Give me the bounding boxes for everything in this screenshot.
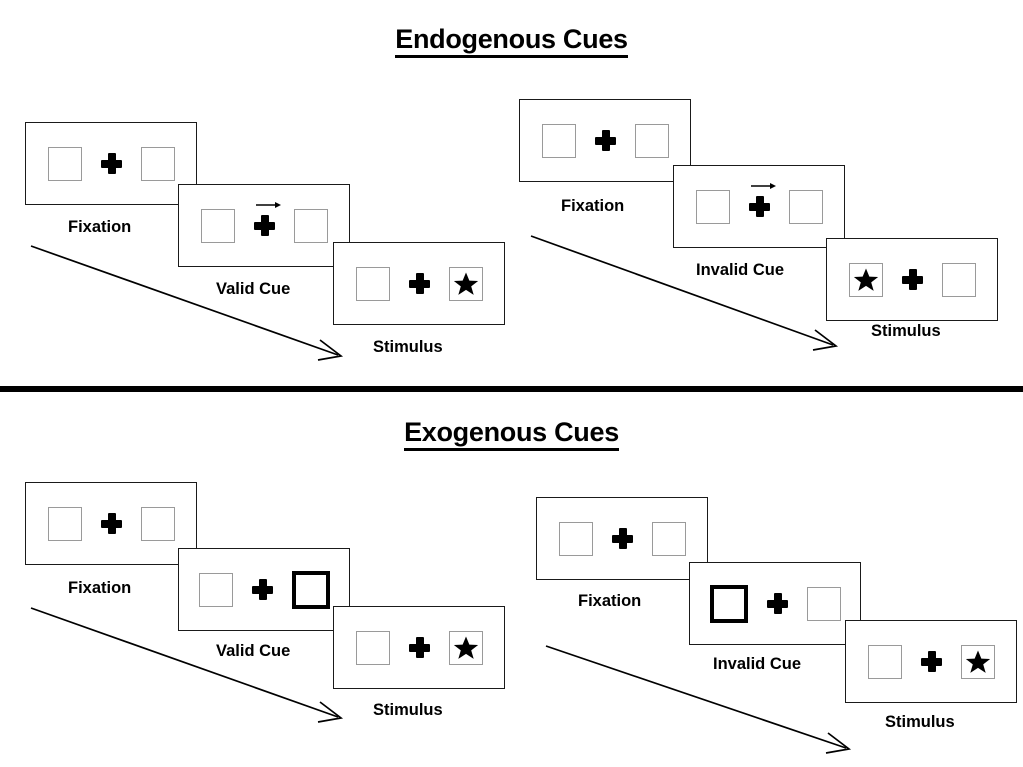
exogenous-invalid-stimulus-frame <box>845 620 1017 703</box>
exogenous-invalid-step-label-2: Invalid Cue <box>713 655 802 673</box>
exogenous-invalid-fixation-display <box>537 498 707 579</box>
endogenous-invalid-step-label-2: Invalid Cue <box>696 261 785 279</box>
endogenous-valid-cue-frame <box>178 184 350 267</box>
endogenous-invalid-step-label-1: Fixation <box>561 197 625 215</box>
exogenous-invalid-progression-arrow <box>545 645 852 754</box>
placeholder-box-right <box>788 189 823 224</box>
section-divider <box>0 386 1023 392</box>
fixation-cross-icon <box>251 579 273 600</box>
endogenous-valid-stimulus-frame <box>333 242 505 325</box>
placeholder-box-left <box>695 189 730 224</box>
central-arrow-cue-group <box>253 202 281 236</box>
exogenous-valid-step-label-2: Valid Cue <box>216 642 291 660</box>
section-title-endogenous: Endogenous Cues <box>0 24 1023 58</box>
star-target-icon <box>453 272 478 295</box>
placeholder-box-right <box>140 506 175 541</box>
fixation-cross-icon <box>253 215 275 236</box>
exogenous-valid-step-label-3: Stimulus <box>373 701 443 719</box>
exogenous-valid-step-label-1: Fixation <box>68 579 132 597</box>
endogenous-invalid-stimulus-frame <box>826 238 998 321</box>
exogenous-invalid-step-label-1: Fixation <box>578 592 642 610</box>
fixation-cross-icon <box>408 637 430 658</box>
fixation-cross-icon <box>766 593 788 614</box>
fixation-cross-icon <box>408 273 430 294</box>
exogenous-valid-cue-frame <box>178 548 350 631</box>
star-target-icon <box>965 650 990 673</box>
exogenous-valid-stimulus-display <box>334 607 504 688</box>
endogenous-valid-step-label-2: Valid Cue <box>216 280 291 298</box>
target-box-right <box>448 266 483 301</box>
placeholder-box-right <box>293 208 328 243</box>
exogenous-valid-fixation-frame <box>25 482 197 565</box>
placeholder-box-right <box>651 521 686 556</box>
endogenous-invalid-fixation-display <box>520 100 690 181</box>
endogenous-invalid-fixation-frame <box>519 99 691 182</box>
placeholder-box-left <box>355 630 390 665</box>
peripheral-cue-box-right <box>291 570 330 609</box>
placeholder-box-right <box>634 123 669 158</box>
section-title-exogenous: Exogenous Cues <box>0 417 1023 451</box>
exogenous-invalid-cue-frame <box>689 562 861 645</box>
exogenous-invalid-stimulus-display <box>846 621 1016 702</box>
endogenous-valid-stimulus-display <box>334 243 504 324</box>
endogenous-invalid-stimulus-display <box>827 239 997 320</box>
endogenous-invalid-step-label-3: Stimulus <box>871 322 941 340</box>
endogenous-invalid-cue-display <box>674 166 844 247</box>
exogenous-valid-stimulus-frame <box>333 606 505 689</box>
endogenous-valid-step-label-3: Stimulus <box>373 338 443 356</box>
placeholder-box-left <box>198 572 233 607</box>
endogenous-valid-cue-display <box>179 185 349 266</box>
placeholder-box-left <box>867 644 902 679</box>
fixation-cross-icon <box>748 196 770 217</box>
placeholder-box-left <box>558 521 593 556</box>
star-target-icon <box>853 268 878 291</box>
exogenous-valid-cue-display <box>179 549 349 630</box>
fixation-cross-icon <box>100 513 122 534</box>
placeholder-box-right <box>806 586 841 621</box>
placeholder-box-left <box>47 506 82 541</box>
endogenous-invalid-progression-arrow <box>530 235 839 351</box>
placeholder-box-right <box>140 146 175 181</box>
fixation-cross-icon <box>920 651 942 672</box>
endogenous-valid-fixation-display <box>26 123 196 204</box>
fixation-cross-icon <box>100 153 122 174</box>
placeholder-box-right <box>941 262 976 297</box>
star-target-icon <box>453 636 478 659</box>
section-title-endogenous-text: Endogenous Cues <box>395 24 628 58</box>
target-box-right <box>960 644 995 679</box>
exogenous-valid-progression-arrow <box>30 607 344 723</box>
arrow-right-cue-icon <box>255 202 281 208</box>
placeholder-box-left <box>355 266 390 301</box>
placeholder-box-left <box>541 123 576 158</box>
exogenous-invalid-step-label-3: Stimulus <box>885 713 955 731</box>
fixation-cross-icon <box>611 528 633 549</box>
placeholder-box-left <box>200 208 235 243</box>
target-box-right <box>448 630 483 665</box>
endogenous-valid-step-label-1: Fixation <box>68 218 132 236</box>
central-arrow-cue-group <box>748 183 776 217</box>
section-title-exogenous-text: Exogenous Cues <box>404 417 619 451</box>
fixation-cross-icon <box>594 130 616 151</box>
peripheral-cue-box-left <box>709 584 748 623</box>
placeholder-box-left <box>47 146 82 181</box>
exogenous-valid-fixation-display <box>26 483 196 564</box>
exogenous-invalid-cue-display <box>690 563 860 644</box>
endogenous-valid-fixation-frame <box>25 122 197 205</box>
endogenous-valid-progression-arrow <box>30 245 344 361</box>
fixation-cross-icon <box>901 269 923 290</box>
endogenous-invalid-cue-frame <box>673 165 845 248</box>
arrow-right-cue-icon <box>750 183 776 189</box>
target-box-left <box>848 262 883 297</box>
exogenous-invalid-fixation-frame <box>536 497 708 580</box>
